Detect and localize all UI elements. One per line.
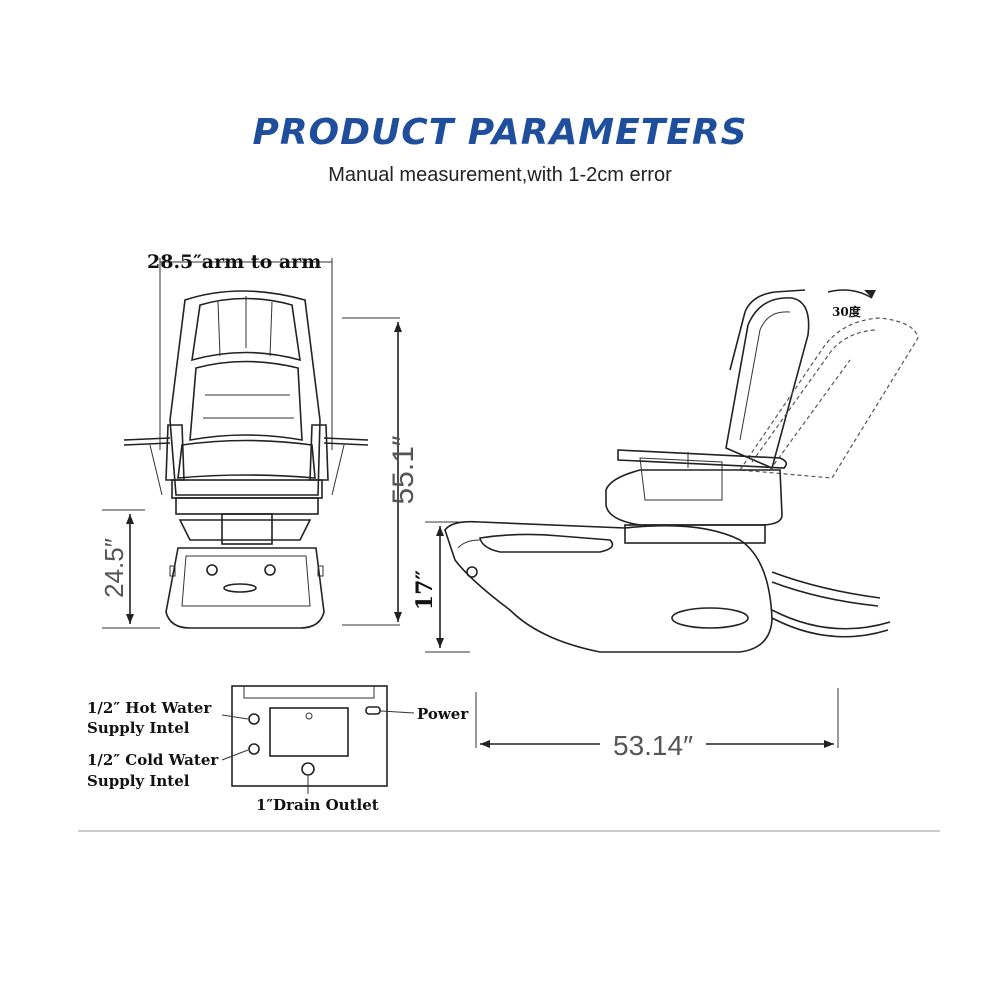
footbath-height-dimension	[425, 521, 470, 653]
side-view-chair	[444, 289, 919, 653]
cold-water-label-line1: 1/2″ Cold Water	[87, 751, 219, 769]
recline-angle-label: 30度	[832, 304, 862, 319]
height-label: 55.1″	[387, 435, 420, 504]
length-dimension	[475, 688, 839, 748]
drain-outlet-icon	[301, 762, 315, 776]
hot-water-label-line2: Supply Intel	[87, 719, 190, 737]
width-label: 28.5″arm to arm	[147, 251, 321, 273]
footbath-height-label: 17″	[412, 570, 438, 611]
hot-water-label-line1: 1/2″ Hot Water	[87, 699, 212, 717]
power-label: Power	[417, 705, 469, 723]
cold-water-inlet-icon	[248, 743, 260, 755]
power-socket-icon	[365, 706, 381, 715]
page-title: PRODUCT PARAMETERS	[252, 112, 748, 153]
hot-water-inlet-icon	[248, 713, 260, 725]
front-view-chair	[123, 258, 369, 629]
cold-water-label-line2: Supply Intel	[87, 772, 190, 790]
seat-height-dimension	[102, 509, 160, 629]
seat-height-label: 24.5″	[99, 538, 129, 598]
length-label: 53.14″	[613, 730, 693, 761]
front-height-dimension	[342, 317, 402, 626]
page-subtitle: Manual measurement,with 1-2cm error	[328, 164, 672, 186]
base-panel	[221, 685, 415, 794]
drain-label: 1″Drain Outlet	[256, 796, 379, 814]
